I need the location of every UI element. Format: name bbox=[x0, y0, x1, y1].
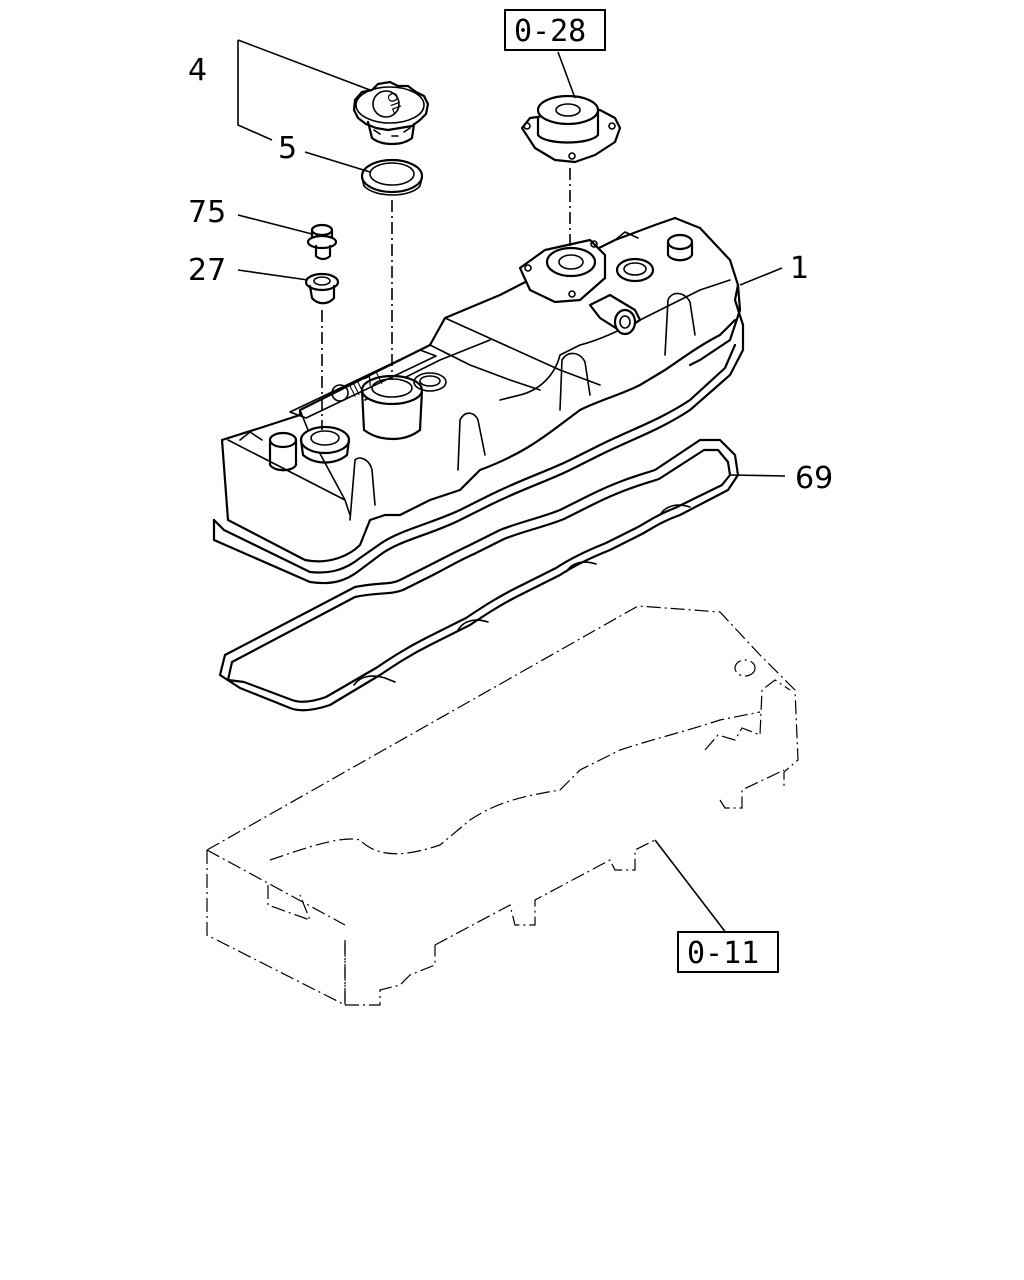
oil-filler-cap: OIL bbox=[352, 80, 430, 146]
callout-5: 5 bbox=[278, 131, 297, 166]
reference-box-top[interactable]: 0-28 bbox=[504, 9, 606, 51]
callout-4: 4 bbox=[188, 53, 207, 88]
callout-1: 1 bbox=[790, 251, 809, 286]
cylinder-head-phantom bbox=[206, 605, 799, 1006]
callouts: 4 5 75 27 1 69 bbox=[188, 53, 833, 496]
reference-label-bottom: 0-11 bbox=[687, 936, 759, 971]
o-ring bbox=[360, 158, 424, 196]
leader-lines bbox=[237, 39, 786, 939]
callout-69: 69 bbox=[795, 461, 833, 496]
callout-27: 27 bbox=[188, 253, 226, 288]
breather-assembly bbox=[520, 94, 622, 164]
gasket bbox=[218, 438, 740, 712]
head-cover: ||| 7 | bbox=[212, 216, 745, 585]
alignment-lines bbox=[321, 168, 571, 430]
seal-washer bbox=[304, 272, 340, 305]
reference-label-top: 0-28 bbox=[514, 14, 586, 49]
cap-marking: OIL bbox=[383, 90, 405, 116]
callout-75: 75 bbox=[188, 195, 226, 230]
reference-box-bottom[interactable]: 0-11 bbox=[677, 931, 779, 973]
bolt bbox=[306, 223, 338, 261]
